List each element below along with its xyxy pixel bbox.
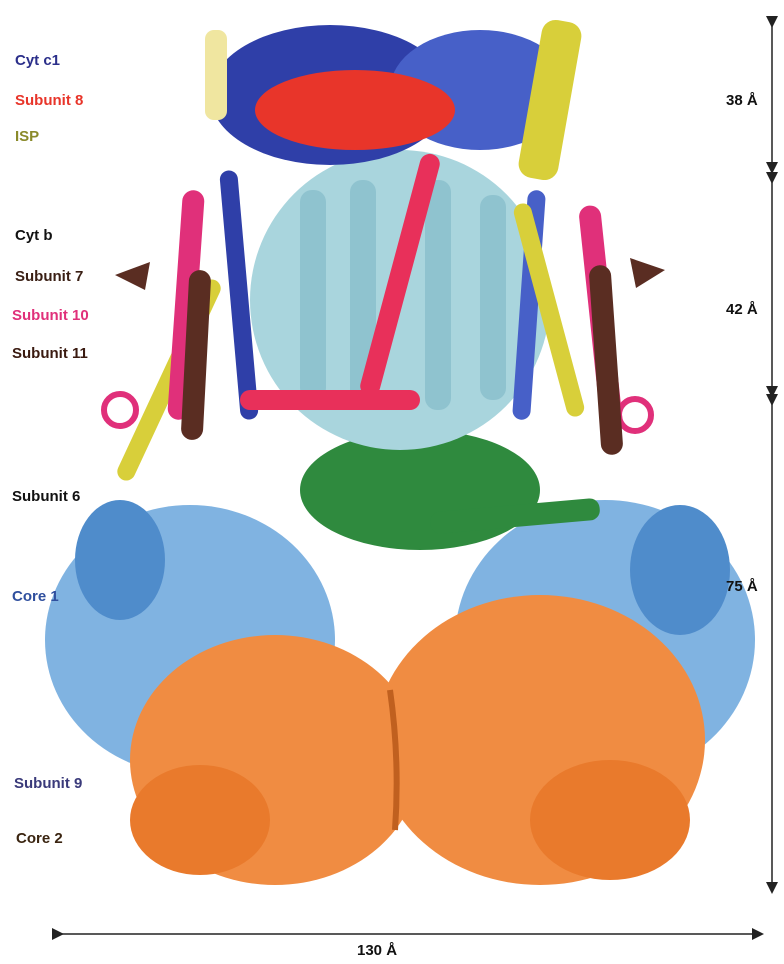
- label-subunit-9: Subunit 9: [14, 775, 82, 792]
- label-cyt-c1: Cyt c1: [15, 52, 60, 69]
- dimension-label-top: 38 Å: [726, 92, 758, 109]
- label-core-1: Core 1: [12, 588, 59, 605]
- label-subunit-8: Subunit 8: [15, 92, 83, 109]
- label-subunit-11: Subunit 11: [12, 345, 88, 362]
- label-isp: ISP: [15, 128, 39, 145]
- dimension-label-width: 130 Å: [357, 942, 397, 959]
- label-subunit-10: Subunit 10: [12, 307, 89, 324]
- label-core-2: Core 2: [16, 830, 63, 847]
- label-subunit-6: Subunit 6: [12, 488, 80, 505]
- dimension-label-middle: 42 Å: [726, 301, 758, 318]
- label-subunit-7: Subunit 7: [15, 268, 83, 285]
- label-cyt-b: Cyt b: [15, 227, 53, 244]
- dimension-label-bottom: 75 Å: [726, 578, 758, 595]
